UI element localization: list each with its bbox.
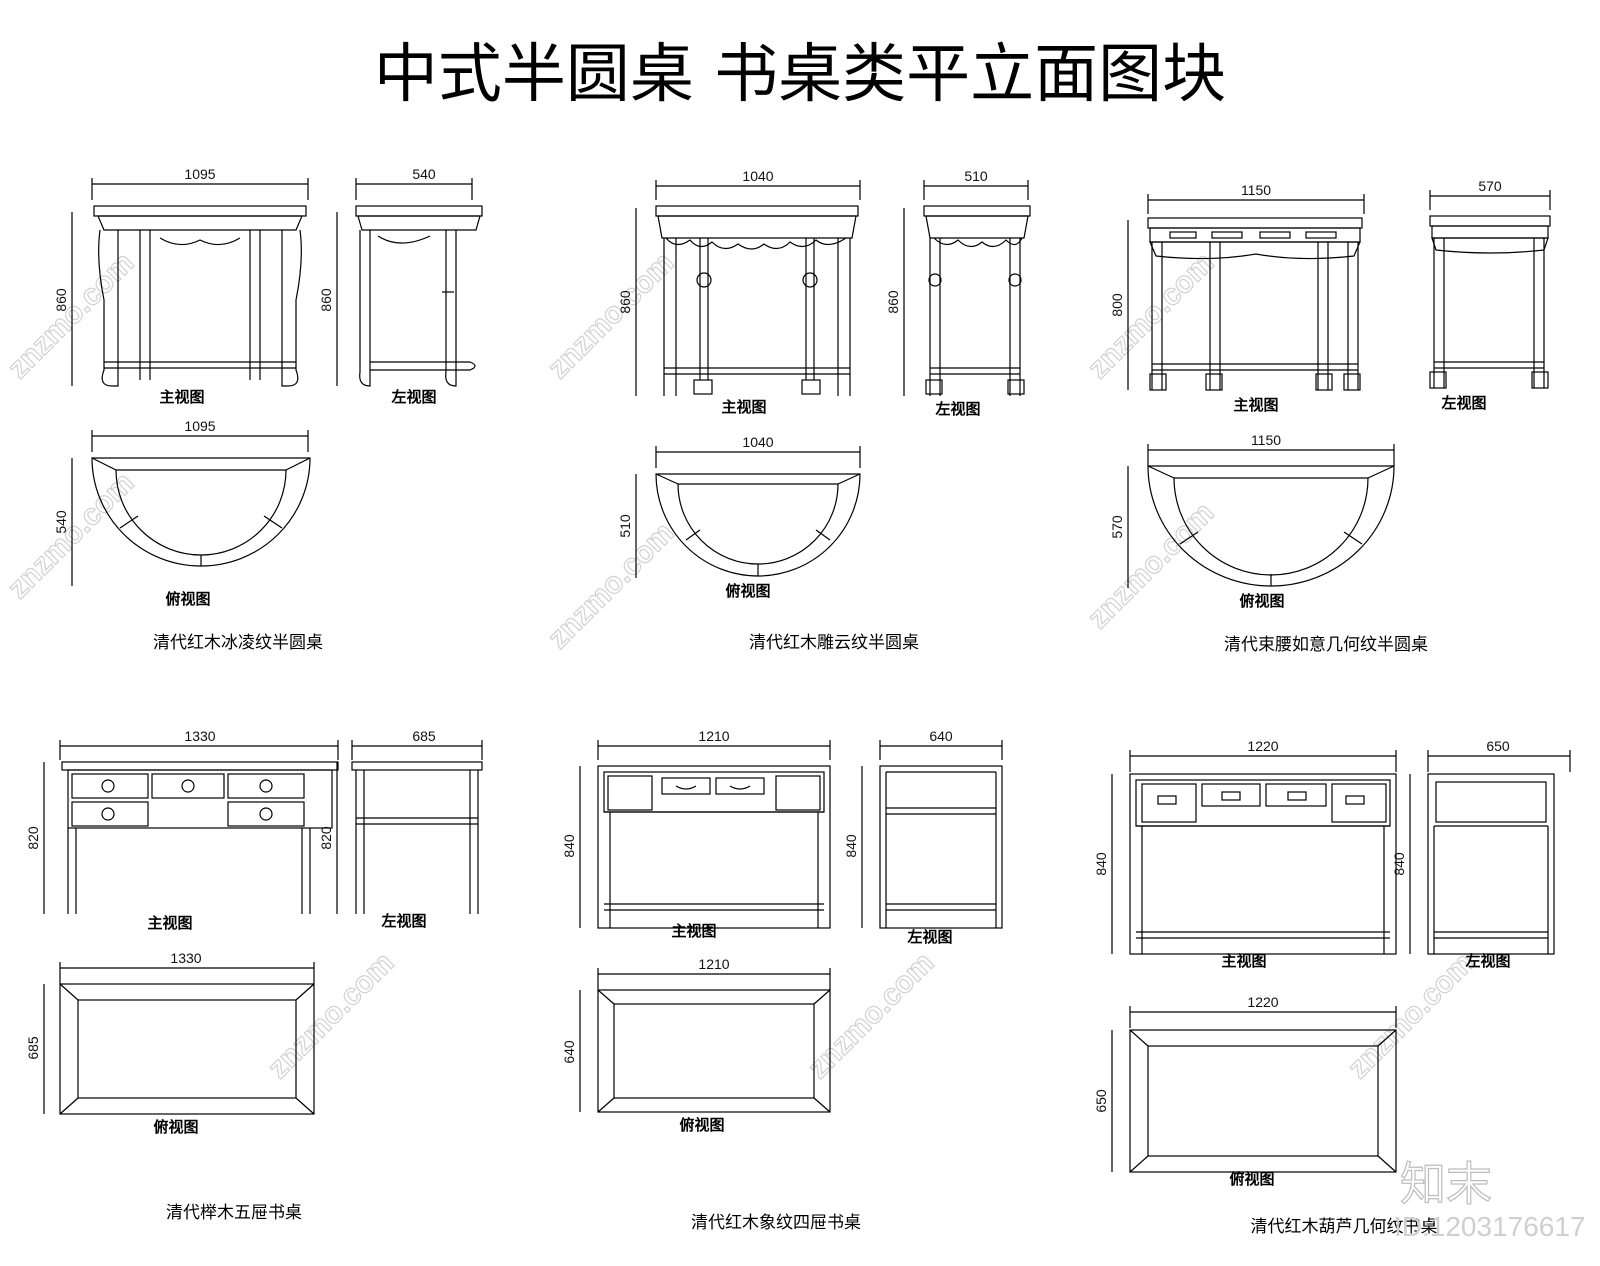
top-view-label: 俯视图 [1239,592,1284,610]
top-view-drawing [91,457,311,567]
width-dimension: 1150 [1251,432,1281,448]
height-dimension: 840 [1391,852,1407,876]
desk-4-group: 1330 820 主视图 685 820 左视图 1330 685 [25,728,483,1223]
table-caption: 清代束腰如意几何纹半圆桌 [1224,635,1428,655]
top-view-label: 俯视图 [679,1116,724,1134]
depth-dimension: 640 [929,728,953,744]
watermark-text: znzmo.com [542,246,681,385]
width-dimension: 1095 [184,166,215,182]
brand-watermark-logo: 知末 [1400,1157,1492,1211]
height-dimension: 840 [1093,852,1109,876]
top-view-label: 俯视图 [153,1118,198,1136]
desk-5-group: 1210 840 主视图 640 840 左视图 1210 [561,728,1003,1233]
watermark-id: ID:1203176617 [1394,1211,1586,1242]
left-view-label: 左视图 [1440,394,1486,412]
width-dimension: 1210 [698,728,729,744]
depth-dimension: 650 [1486,738,1510,754]
front-view-label: 主视图 [671,922,716,940]
height-dimension: 860 [617,290,633,314]
width-dimension: 1220 [1247,738,1278,754]
depth-dimension: 570 [1109,515,1125,539]
width-dimension: 1210 [698,956,729,972]
width-dimension: 1150 [1241,182,1271,198]
depth-dimension: 650 [1093,1089,1109,1113]
depth-dimension: 685 [412,728,436,744]
width-dimension: 1040 [742,168,773,184]
watermark-text: znzmo.com [262,946,401,1085]
watermark-text: znzmo.com [542,516,681,655]
height-dimension: 860 [53,288,69,312]
watermark-text: znzmo.com [1082,496,1221,635]
front-view-drawing [1147,217,1363,391]
front-view-drawing [655,205,859,396]
left-view-drawing [923,205,1031,396]
table-3-group: 1150 800 主视图 570 左视图 [1109,178,1551,655]
front-view-label: 主视图 [159,388,204,406]
width-dimension: 1330 [184,728,215,744]
left-view-label: 左视图 [1464,952,1510,970]
depth-dimension: 540 [53,510,69,534]
width-dimension: 1330 [170,950,201,966]
top-view-drawing [1129,1029,1397,1173]
table-1-group: 1095 860 主视图 540 860 [53,166,483,653]
height-dimension: 840 [843,834,859,858]
front-view-label: 主视图 [721,398,766,416]
watermark-text: znzmo.com [2,246,141,385]
left-view-drawing [351,761,483,914]
left-view-drawing [879,765,1003,929]
left-view-drawing [1429,215,1551,389]
top-view-drawing [59,983,315,1115]
depth-dimension: 540 [412,166,436,182]
width-dimension: 1040 [742,434,773,450]
height-dimension: 820 [25,826,41,850]
left-view-label: 左视图 [934,400,980,418]
table-caption: 清代红木葫芦几何纹书桌 [1251,1217,1438,1237]
table-2-group: 1040 860 主视图 510 860 [617,168,1031,653]
left-view-label: 左视图 [390,388,436,406]
page-title: 中式半圆桌 书桌类平立面图块 [374,38,1226,112]
left-view-drawing [355,205,483,387]
left-view-drawing [1427,773,1555,955]
table-caption: 清代红木象纹四屉书桌 [691,1213,861,1233]
left-view-label: 左视图 [380,912,426,930]
front-view-label: 主视图 [1221,952,1266,970]
table-caption: 清代红木冰凌纹半圆桌 [153,633,323,653]
table-caption: 清代红木雕云纹半圆桌 [749,633,919,653]
depth-dimension: 685 [25,1036,41,1060]
depth-dimension: 510 [964,168,988,184]
top-view-label: 俯视图 [165,590,210,608]
depth-dimension: 640 [561,1040,577,1064]
dimension-line [91,178,309,200]
left-view-label: 左视图 [906,928,952,946]
height-dimension: 860 [318,288,334,312]
width-dimension: 1095 [184,418,215,434]
watermark-text: znzmo.com [2,466,141,605]
depth-dimension: 510 [617,514,633,538]
height-dimension: 820 [318,826,334,850]
width-dimension: 1220 [1247,994,1278,1010]
top-view-label: 俯视图 [1229,1170,1274,1188]
table-caption: 清代榉木五屉书桌 [166,1203,302,1223]
front-view-drawing [93,205,307,387]
front-view-drawing [1129,773,1397,955]
front-view-label: 主视图 [147,914,192,932]
top-view-drawing [655,473,861,577]
top-view-drawing [597,989,831,1113]
height-dimension: 800 [1109,293,1125,317]
height-dimension: 860 [885,290,901,314]
top-view-label: 俯视图 [725,582,770,600]
front-view-drawing [597,765,831,929]
front-view-drawing [61,761,339,914]
height-dimension: 840 [561,834,577,858]
depth-dimension: 570 [1478,178,1502,194]
desk-6-group: 1220 840 主视图 650 840 左视图 122 [1093,738,1571,1237]
top-view-drawing [1147,465,1395,587]
watermark-text: znzmo.com [1342,946,1481,1085]
front-view-label: 主视图 [1233,396,1278,414]
watermark-text: znzmo.com [802,946,941,1085]
